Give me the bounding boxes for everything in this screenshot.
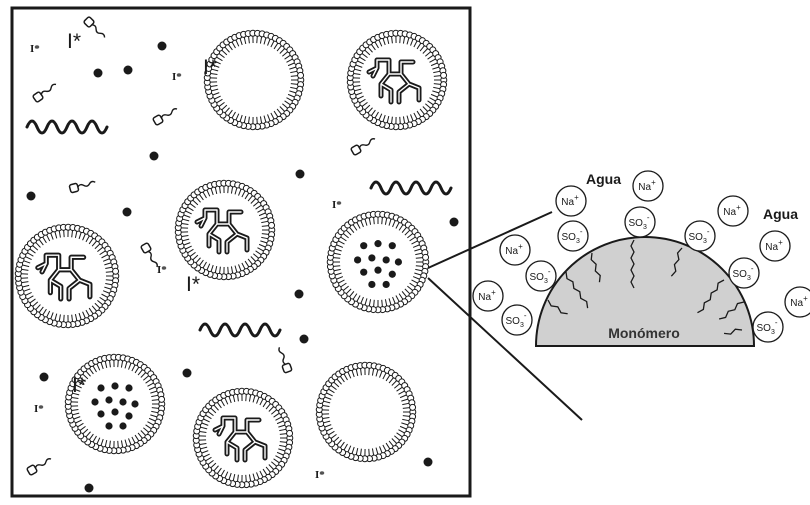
initiator-label: I* xyxy=(157,264,167,276)
monomer-dot-icon xyxy=(123,208,132,217)
monomer-dot-icon xyxy=(119,398,126,405)
monomer-label: Monómero xyxy=(608,325,680,341)
sulfonate-ion-icon: SO3- xyxy=(685,221,715,251)
surfactant-molecule-icon xyxy=(276,346,292,373)
monomer-dot-icon xyxy=(131,400,138,407)
monomer-dot-icon xyxy=(383,281,390,288)
monomer-dot-icon xyxy=(158,42,167,51)
monomer-dot-icon xyxy=(183,369,192,378)
monomer-dot-icon xyxy=(85,484,94,493)
sulfonate-ion-icon: SO3- xyxy=(502,305,532,335)
monomer-dot-icon xyxy=(374,240,381,247)
polymer-particle-icon xyxy=(175,180,275,280)
micelle-icon xyxy=(316,362,416,462)
initiator-label: I* xyxy=(203,56,217,79)
free-species-layer xyxy=(27,16,459,492)
monomer-swollen-micelle-icon xyxy=(65,354,165,454)
micelle-icon xyxy=(204,30,304,130)
polymer-chain-icon xyxy=(200,324,280,336)
sulfonate-ion-icon: SO3- xyxy=(753,312,783,342)
monomer-dot-icon xyxy=(389,271,396,278)
initiator-label: I* xyxy=(186,273,200,296)
monomer-dot-icon xyxy=(368,254,375,261)
surfactant-molecule-icon xyxy=(83,16,107,40)
monomer-dot-icon xyxy=(91,398,98,405)
monomer-dot-icon xyxy=(97,410,104,417)
polymer-particle-icon xyxy=(193,388,293,488)
sulfonate-ion-icon: SO3- xyxy=(625,207,655,237)
monomer-dot-icon xyxy=(97,384,104,391)
polymer-particle-icon xyxy=(347,30,447,130)
initiator-label: I* xyxy=(332,199,342,211)
polymer-chain-icon xyxy=(38,255,90,299)
surfactant-molecule-icon xyxy=(27,456,54,476)
monomer-dot-icon xyxy=(94,69,103,78)
initiator-label: I* xyxy=(30,43,40,55)
monomer-dot-icon xyxy=(295,290,304,299)
monomer-dot-icon xyxy=(125,412,132,419)
initiator-label: I* xyxy=(67,30,81,53)
monomer-dot-icon xyxy=(119,422,126,429)
sulfonate-ion-icon: SO3- xyxy=(526,261,556,291)
polymer-chain-icon xyxy=(369,60,419,102)
monomer-dot-icon xyxy=(150,152,159,161)
monomer-dot-icon xyxy=(40,373,49,382)
monomer-dot-icon xyxy=(125,384,132,391)
monomer-dot-icon xyxy=(105,396,112,403)
monomer-dot-icon xyxy=(368,281,375,288)
water-label-left: Agua xyxy=(586,171,621,187)
monomer-dot-icon xyxy=(111,382,118,389)
monomer-dot-icon xyxy=(383,256,390,263)
surfactant-molecule-icon xyxy=(69,178,96,192)
monomer-dot-icon xyxy=(111,408,118,415)
monomer-dot-icon xyxy=(124,66,133,75)
sodium-ion-icon: Na+ xyxy=(556,186,586,216)
initiator-label: I* xyxy=(34,403,44,415)
polymer-chain-icon xyxy=(197,210,247,252)
initiator-label: I* xyxy=(172,71,182,83)
monomer-dot-icon xyxy=(296,170,305,179)
zoom-line-upper xyxy=(428,212,552,268)
sodium-ion-icon: Na+ xyxy=(760,231,790,261)
monomer-dot-icon xyxy=(360,242,367,249)
sodium-ion-icon: Na+ xyxy=(718,196,748,226)
polymer-chain-icon xyxy=(215,418,265,460)
initiator-label: I* xyxy=(72,374,86,397)
monomer-dot-icon xyxy=(360,269,367,276)
monomer-surface-inset: Monómero Na+Na+Na+Na+Na+Na+Na+SO3-SO3-SO… xyxy=(473,171,810,346)
polymer-chain-icon xyxy=(371,182,451,194)
monomer-dot-icon xyxy=(374,267,381,274)
surfactant-molecule-icon xyxy=(351,136,378,156)
monomer-dot-icon xyxy=(424,458,433,467)
sodium-ion-icon: Na+ xyxy=(473,281,503,311)
surfactant-molecule-icon xyxy=(32,81,58,102)
sodium-ion-icon: Na+ xyxy=(500,235,530,265)
polymer-chain-icon xyxy=(27,121,107,133)
reactor-box xyxy=(12,8,470,496)
surfactant-molecule-icon xyxy=(153,106,180,126)
monomer-dot-icon xyxy=(354,256,361,263)
sulfonate-ion-icon: SO3- xyxy=(558,221,588,251)
sodium-ion-icon: Na+ xyxy=(633,171,663,201)
initiator-label: I* xyxy=(315,469,325,481)
monomer-dot-icon xyxy=(27,192,36,201)
polymer-particle-icon xyxy=(15,224,119,328)
sulfonate-ion-icon: SO3- xyxy=(729,258,759,288)
monomer-dot-icon xyxy=(395,258,402,265)
micelle-layer xyxy=(15,30,447,488)
sodium-ion-icon: Na+ xyxy=(785,287,810,317)
water-label-right: Agua xyxy=(763,206,798,222)
monomer-dot-icon xyxy=(300,335,309,344)
monomer-dot-icon xyxy=(450,218,459,227)
monomer-dot-icon xyxy=(105,422,112,429)
monomer-swollen-micelle-icon xyxy=(327,211,429,313)
monomer-dot-icon xyxy=(389,242,396,249)
